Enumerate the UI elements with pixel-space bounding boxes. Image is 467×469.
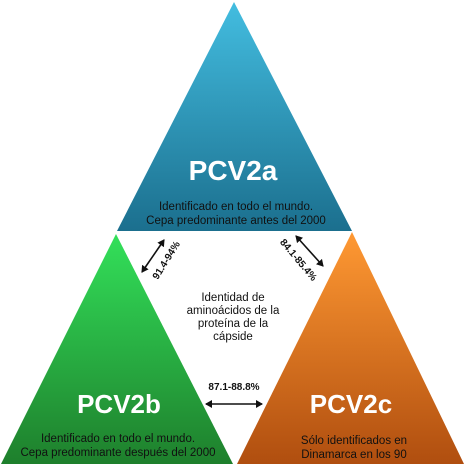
triangle-pcv2c-title: PCV2c [310,389,392,419]
identity-b-c: 87.1-88.8% [205,382,263,408]
triangle-pcv2b: PCV2b Identificado en todo el mundo. Cep… [1,234,233,464]
identity-a-b-label: 91.4-94% [151,240,183,282]
triangle-pcv2c-shape [237,232,464,464]
triangle-pcv2b-desc-line1: Identificado en todo el mundo. [41,433,195,445]
triangle-pcv2a-desc-line1: Identificado en todo el mundo. [159,201,313,213]
center-caption: Identidad de aminoácidos de la proteína … [187,292,280,343]
center-caption-line4: cápside [213,331,253,343]
triangle-pcv2a-desc-line2: Cepa predominante antes del 2000 [146,215,326,227]
identity-a-c: 84.1-85.4% [277,235,324,284]
center-caption-line2: aminoácidos de la [187,305,280,317]
triangle-pcv2a-shape [117,2,352,231]
triangle-pcv2b-shape [1,234,233,464]
identity-a-c-label: 84.1-85.4% [277,237,318,283]
triangle-pcv2c: PCV2c Sólo identificados en Dinamarca en… [237,232,464,464]
arrow-a-c [295,235,324,267]
triangle-pcv2a: PCV2a Identificado en todo el mundo. Cep… [117,2,352,231]
identity-a-b: 91.4-94% [141,239,183,282]
identity-b-c-label: 87.1-88.8% [208,382,259,393]
center-caption-line3: proteína de la [198,318,269,330]
triangle-pcv2a-title: PCV2a [189,155,278,186]
triangle-pcv2c-desc-line2: Dinamarca en los 90 [301,449,406,461]
triangle-pcv2b-desc-line2: Cepa predominante después del 2000 [20,447,215,459]
triangle-pcv2b-title: PCV2b [77,389,161,419]
center-caption-line1: Identidad de [201,292,264,304]
triangle-pcv2c-desc-line1: Sólo identificados en [301,435,407,447]
arrow-a-b [141,239,165,273]
